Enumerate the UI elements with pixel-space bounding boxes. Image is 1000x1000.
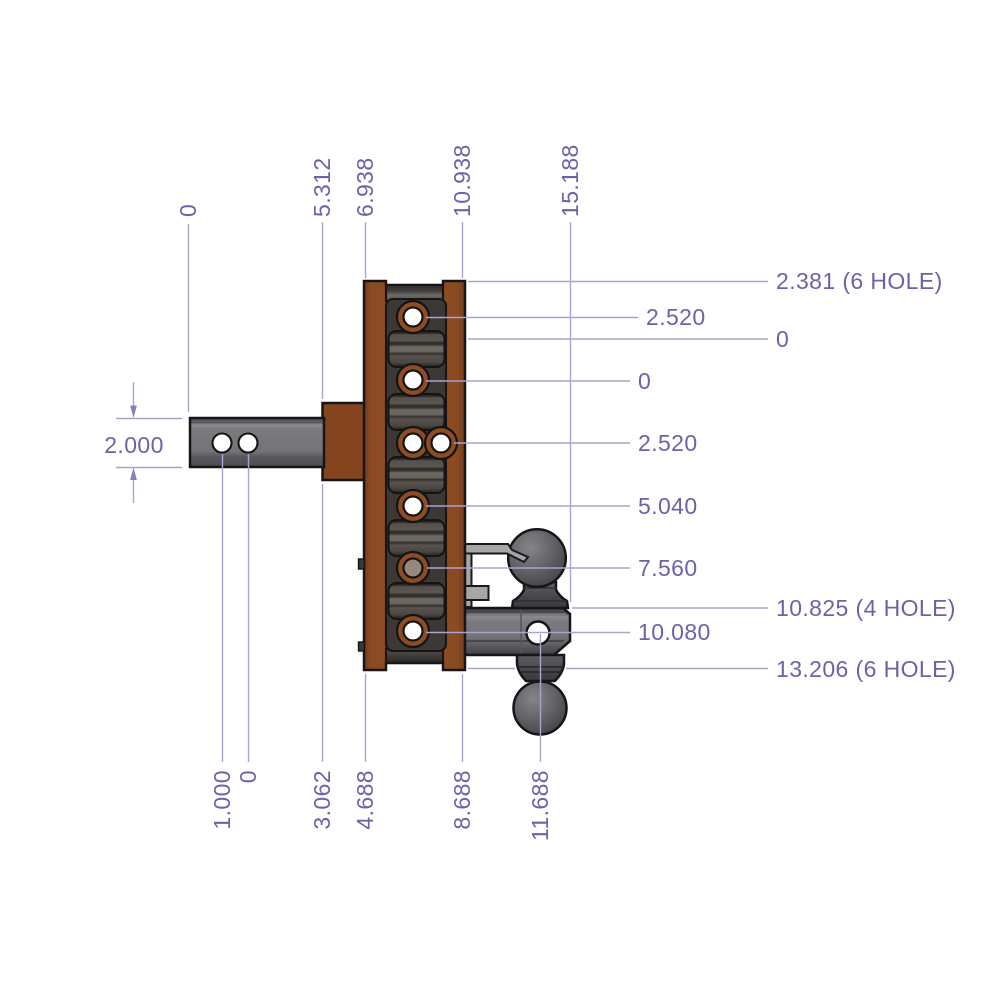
dim-label: 0 <box>638 368 651 394</box>
dim-label: 13.206 (6 HOLE) <box>776 656 956 682</box>
adjustment-holes <box>402 306 452 642</box>
dim-label: 2.520 <box>638 430 698 456</box>
left-dimension-2000 <box>116 382 182 503</box>
hole-bosses <box>395 299 459 649</box>
dim-label: 0 <box>776 326 789 352</box>
dim-label: 1.000 <box>209 770 235 830</box>
serration-blocks <box>387 330 446 620</box>
shank-mount-stem <box>321 401 367 482</box>
shank-pin-hole <box>211 432 233 454</box>
dim-label: 0 <box>235 770 261 783</box>
dim-label: 7.560 <box>638 555 698 581</box>
dim-label: 10.080 <box>638 619 711 645</box>
serration-block <box>387 330 446 368</box>
dim-label: 5.312 <box>309 157 335 217</box>
dim-arrowhead <box>130 467 137 480</box>
dim-arrowhead <box>130 405 137 418</box>
leader-lines <box>426 280 768 670</box>
serration-block <box>387 393 446 431</box>
mount-bar <box>462 606 572 657</box>
adjustment-hole <box>402 369 424 391</box>
dual-ball-mount <box>462 527 572 736</box>
dim-label: 0 <box>175 204 201 217</box>
dim-label: 11.688 <box>527 770 553 841</box>
extension-lines <box>187 222 572 762</box>
adjustment-hole <box>402 306 424 328</box>
adjustment-hole <box>402 620 424 642</box>
dim-label: 3.062 <box>309 770 335 830</box>
serration-block <box>387 519 446 557</box>
adjustment-hole <box>402 495 424 517</box>
top-hitch-ball <box>506 527 568 589</box>
adjustment-hole <box>430 432 452 454</box>
right-dimension-labels: 2.381 (6 HOLE) 2.520 0 0 2.520 5.040 7.5… <box>638 268 956 682</box>
dim-label: 5.040 <box>638 493 698 519</box>
serration-block <box>387 456 446 494</box>
dim-label: 15.188 <box>557 144 583 217</box>
pin-clip-arm <box>462 543 530 564</box>
pin-clip-foot <box>462 585 490 601</box>
dim-label: 6.938 <box>352 157 378 217</box>
serration-block <box>387 582 446 620</box>
pin-tip-nub <box>357 641 366 652</box>
pin-tip-nub <box>357 558 366 570</box>
dim-label: 4.688 <box>352 770 378 830</box>
dim-label: 10.938 <box>449 144 475 217</box>
shank-pin-hole <box>237 432 259 454</box>
adjustment-hole <box>402 432 424 454</box>
pin-in-hole <box>402 557 424 579</box>
hitch-shank <box>188 416 326 469</box>
dim-label: 2.381 (6 HOLE) <box>776 268 943 294</box>
dim-label: 8.688 <box>449 770 475 830</box>
top-dimension-labels: 0 5.312 6.938 10.938 15.188 <box>175 144 583 217</box>
dim-label-shank-height: 2.000 <box>104 432 164 458</box>
adjustment-bracket <box>357 279 467 672</box>
bottom-dimension-labels: 1.000 0 3.062 4.688 8.688 11.688 <box>209 770 553 841</box>
dim-label: 10.825 (4 HOLE) <box>776 595 956 621</box>
dim-label: 2.520 <box>646 304 706 330</box>
